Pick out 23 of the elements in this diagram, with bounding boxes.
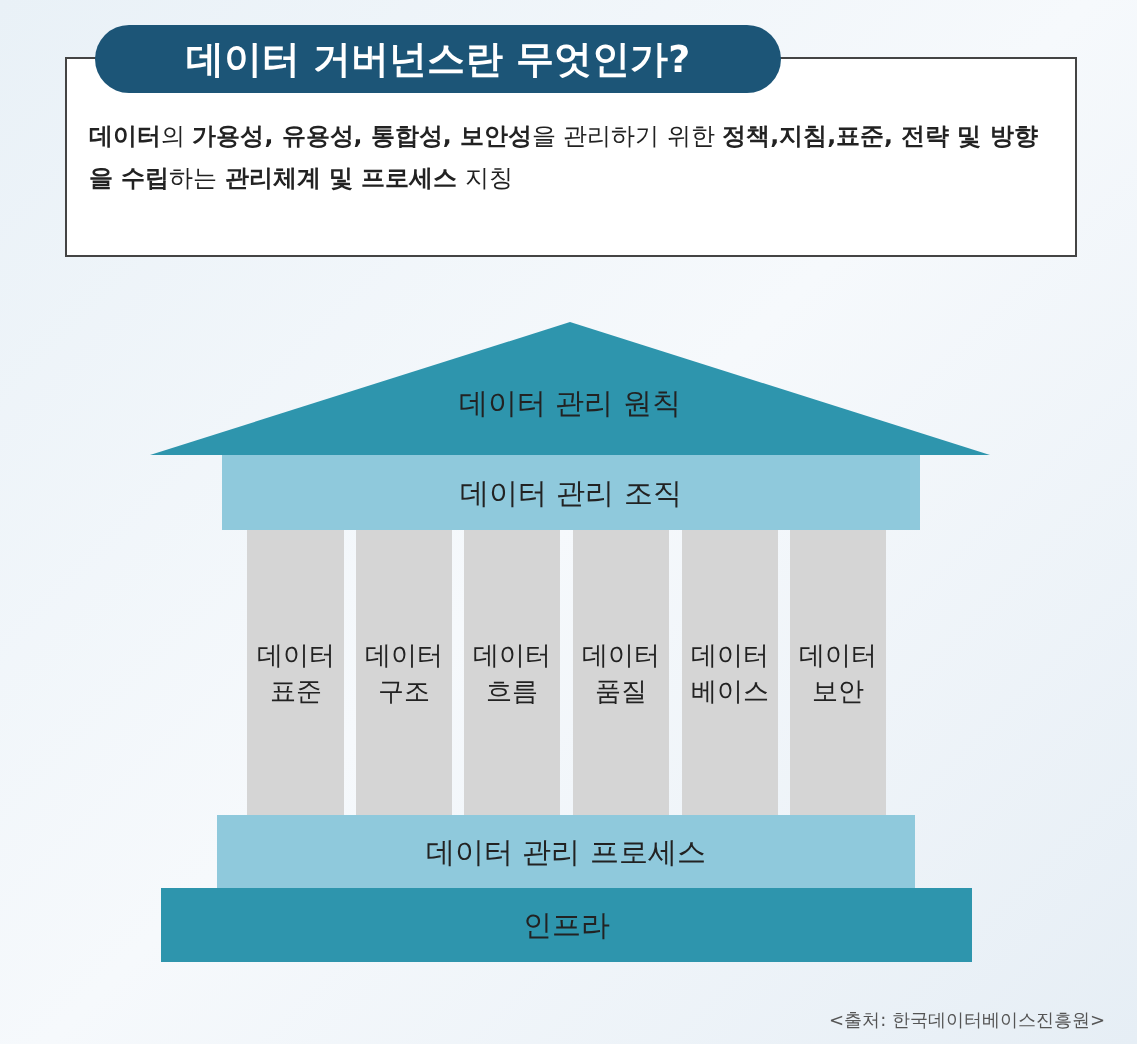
foundation-band-background bbox=[161, 888, 972, 962]
description-text: 데이터의 가용성, 유용성, 통합성, 보안성을 관리하기 위한 정책,지침,표준, 전략 및 방향을 수립하는 관리체계 및 프로세스 지칭 bbox=[89, 121, 1039, 194]
pillar-background bbox=[790, 530, 886, 815]
band-label: 데이터 관리 프로세스 bbox=[426, 834, 706, 869]
band-label: 데이터 관리 조직 bbox=[460, 475, 682, 510]
title-banner: 데이터 거버넌스란 무엇인가? bbox=[95, 25, 781, 93]
source-note: <출처: 한국데이터베이스진흥원> bbox=[829, 1008, 1105, 1032]
roof-label: 데이터 관리 원칙 bbox=[458, 385, 682, 422]
pillar-label: 데이터 표준 bbox=[255, 638, 336, 708]
description-box bbox=[65, 93, 1077, 257]
pillar-background bbox=[356, 530, 452, 815]
pillar-label: 데이터 보안 bbox=[798, 638, 878, 708]
pillar-label: 데이터 흐름 bbox=[472, 638, 552, 708]
pillar-background bbox=[464, 530, 560, 815]
pillar-background bbox=[247, 530, 344, 815]
pillar-label: 데이터 베이스 bbox=[690, 638, 770, 708]
band-background bbox=[217, 815, 915, 888]
band-background bbox=[222, 455, 920, 530]
pillar-background bbox=[573, 530, 669, 815]
foundation-band-label: 인프라 bbox=[523, 908, 610, 942]
pillar-label: 데이터 구조 bbox=[364, 638, 444, 708]
pillar-label: 데이터 품질 bbox=[581, 638, 661, 708]
pillar-background bbox=[682, 530, 778, 815]
